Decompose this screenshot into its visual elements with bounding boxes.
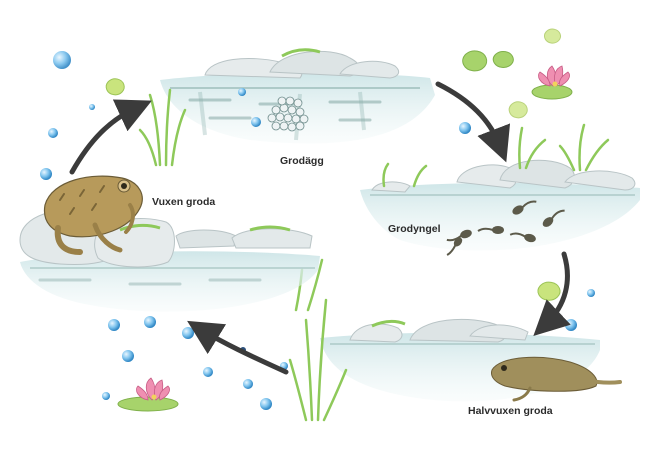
lily-flower-bottom <box>136 377 170 401</box>
label-eggs: Grodägg <box>280 155 324 167</box>
tadpoles <box>446 200 565 256</box>
arrow-eggs-to-tadpole <box>435 81 511 163</box>
froglet-illustration <box>491 356 622 402</box>
adult-frog-illustration <box>43 175 143 255</box>
pond-eggs <box>160 48 435 144</box>
arrow-tadpole-to-froglet <box>533 251 571 337</box>
reeds-left <box>138 88 187 167</box>
pond-tadpoles <box>360 123 640 256</box>
lily-flower-top <box>538 65 570 87</box>
arrow-adult-to-eggs <box>69 99 152 175</box>
pond-froglet <box>320 318 622 402</box>
pond-adult <box>19 175 320 312</box>
cycle-arrows <box>69 81 571 375</box>
reeds-bottom <box>288 258 348 422</box>
label-adult: Vuxen groda <box>152 196 216 208</box>
label-froglet: Halvvuxen groda <box>468 405 553 417</box>
label-tadpole: Grodyngel <box>388 223 441 235</box>
lily-pads <box>105 28 573 412</box>
arrow-froglet-to-adult <box>187 320 289 375</box>
frog-egg-cluster <box>267 96 309 132</box>
